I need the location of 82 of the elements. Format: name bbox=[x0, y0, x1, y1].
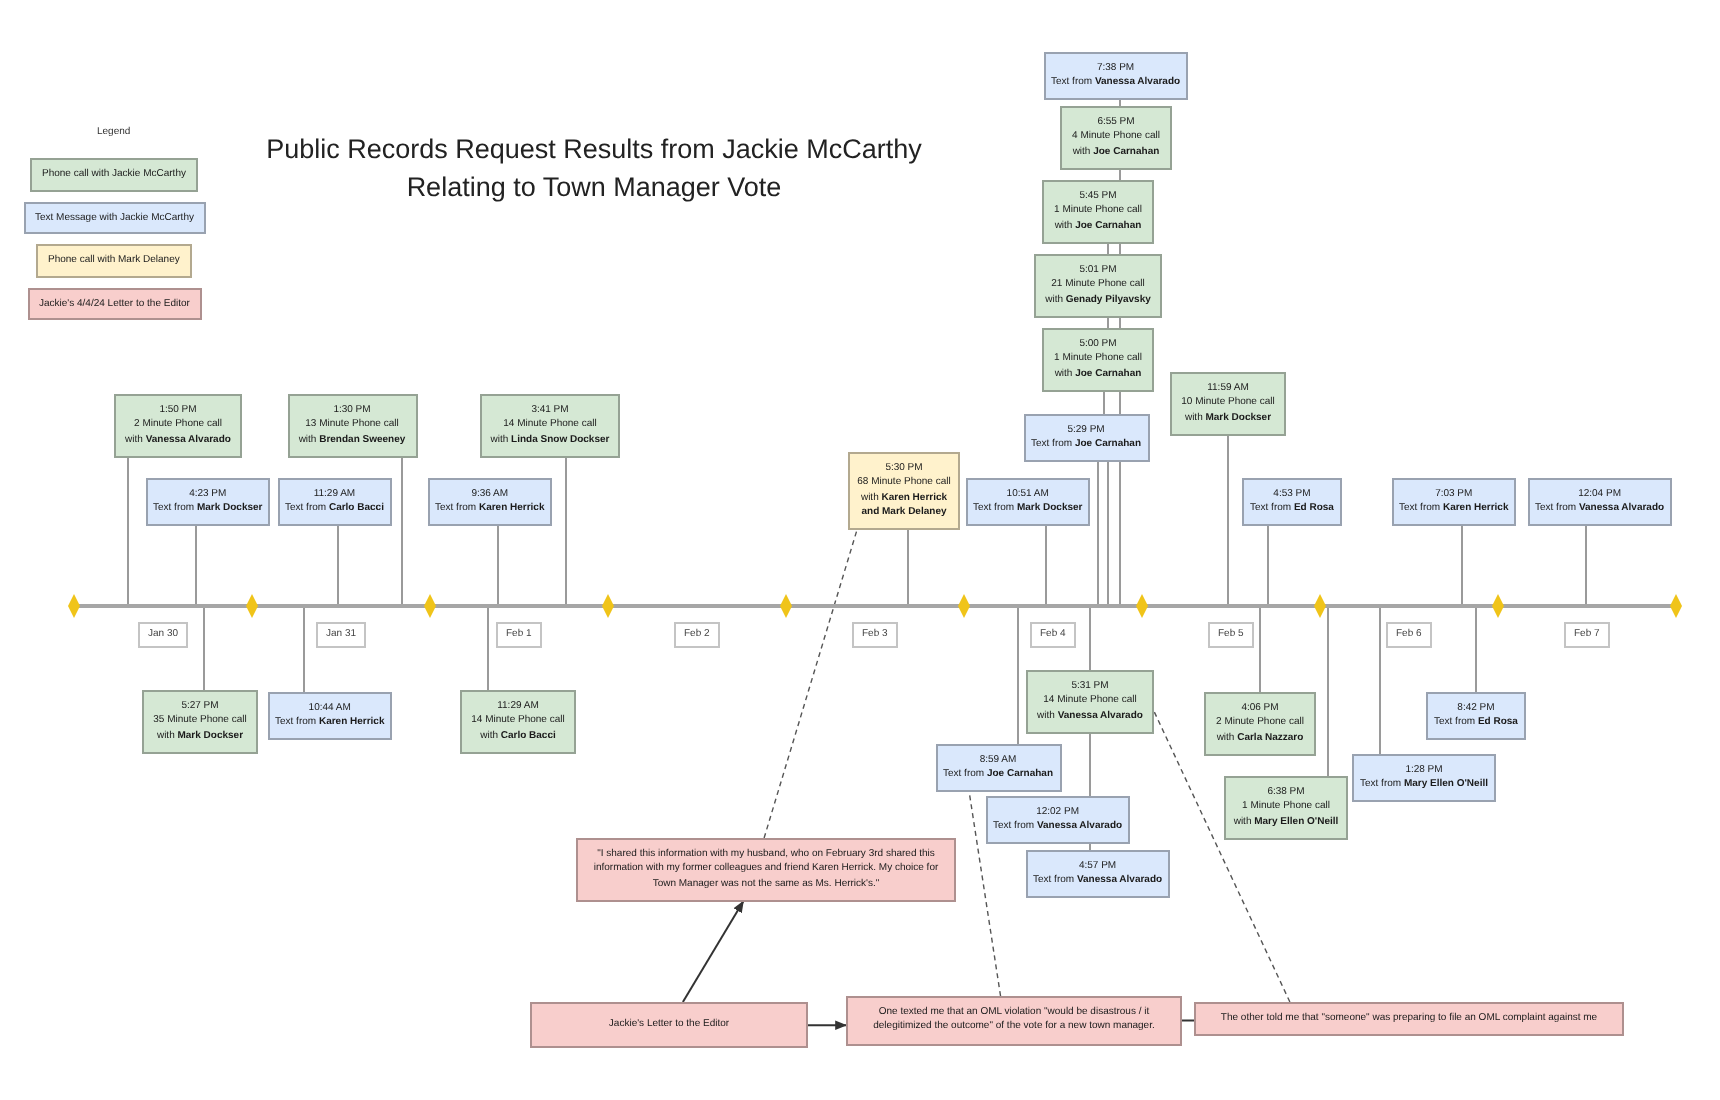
connector-line bbox=[1585, 524, 1587, 605]
dashed-line bbox=[968, 790, 1002, 997]
phone-call-box bbox=[287, 394, 417, 458]
connector-line bbox=[1119, 168, 1121, 181]
note-box bbox=[846, 996, 1182, 1045]
connector-line bbox=[1107, 242, 1109, 255]
connector-line bbox=[1267, 524, 1269, 605]
phone-call-box bbox=[1224, 776, 1348, 840]
connector-line bbox=[1017, 607, 1019, 745]
text-message-box bbox=[1025, 850, 1171, 897]
phone-call-box bbox=[114, 394, 242, 458]
date-box bbox=[1030, 622, 1076, 649]
text-message-box bbox=[1426, 692, 1526, 739]
phone-call-box bbox=[1170, 372, 1286, 436]
diagram-title: Public Records Request Results from Jackie McCarthy Relating to Town Manager Vote bbox=[264, 132, 924, 206]
connector-line bbox=[1045, 524, 1047, 605]
text-message-box bbox=[1352, 754, 1496, 801]
connector-line bbox=[1119, 242, 1121, 255]
connector-line bbox=[1259, 607, 1261, 693]
connector-line bbox=[1119, 460, 1121, 605]
connector-line bbox=[907, 529, 909, 605]
connector-line bbox=[203, 607, 205, 691]
connector-line bbox=[1461, 524, 1463, 605]
connector-line bbox=[195, 524, 197, 605]
connector-line bbox=[497, 524, 499, 605]
date-box bbox=[138, 622, 189, 649]
text-message-box bbox=[1527, 478, 1673, 525]
connector-line bbox=[1089, 732, 1091, 797]
connector-line bbox=[1119, 316, 1121, 329]
date-box bbox=[1208, 622, 1254, 649]
date-box bbox=[316, 622, 367, 649]
connector-line bbox=[337, 524, 339, 605]
phone-call-box bbox=[1060, 106, 1172, 170]
text-message-box bbox=[985, 796, 1131, 843]
connector-line bbox=[1089, 607, 1091, 671]
dashed-line bbox=[1153, 710, 1291, 1003]
note-box bbox=[530, 1002, 808, 1049]
connector-line bbox=[1379, 607, 1381, 755]
connector-line bbox=[1097, 460, 1099, 605]
text-message-box bbox=[267, 692, 393, 739]
date-box bbox=[852, 622, 898, 649]
connector-line bbox=[1181, 1019, 1195, 1022]
text-message-box bbox=[1391, 478, 1517, 525]
phone-call-box bbox=[1042, 328, 1154, 392]
timeline-line bbox=[74, 604, 1676, 608]
connector-line bbox=[565, 456, 567, 605]
phone-call-box bbox=[848, 452, 960, 530]
phone-call-box bbox=[480, 394, 620, 458]
text-message-box bbox=[1043, 52, 1189, 99]
phone-call-box bbox=[1034, 254, 1162, 318]
phone-call-box bbox=[1204, 692, 1316, 756]
connector-line bbox=[1103, 390, 1105, 415]
note-box bbox=[576, 838, 956, 902]
text-message-box bbox=[1242, 478, 1342, 525]
note-box bbox=[1194, 1002, 1624, 1037]
date-box bbox=[1386, 622, 1432, 649]
phone-call-box bbox=[460, 690, 576, 754]
arrow bbox=[807, 1020, 848, 1031]
text-message-box bbox=[1023, 414, 1150, 461]
date-box bbox=[496, 622, 542, 649]
connector-line bbox=[1119, 390, 1121, 415]
connector-line bbox=[1475, 607, 1477, 693]
dashed-line bbox=[763, 529, 858, 839]
connector-line bbox=[127, 456, 129, 605]
text-message-box bbox=[427, 478, 553, 525]
text-message-box bbox=[145, 478, 271, 525]
connector-line bbox=[1107, 460, 1109, 605]
text-message-box bbox=[935, 744, 1062, 791]
phone-call-box bbox=[1026, 670, 1154, 734]
phone-call-box bbox=[1042, 180, 1154, 244]
connector-line bbox=[1227, 434, 1229, 605]
text-message-box bbox=[965, 478, 1091, 525]
phone-call-box bbox=[142, 690, 258, 754]
connector-line bbox=[1107, 316, 1109, 329]
connector-line bbox=[401, 456, 403, 605]
connector-line bbox=[303, 607, 305, 693]
arrow bbox=[681, 900, 745, 1003]
connector-line bbox=[487, 607, 489, 691]
date-box bbox=[1564, 622, 1610, 649]
connector-line bbox=[1327, 607, 1329, 777]
date-box bbox=[674, 622, 720, 649]
text-message-box bbox=[277, 478, 392, 525]
